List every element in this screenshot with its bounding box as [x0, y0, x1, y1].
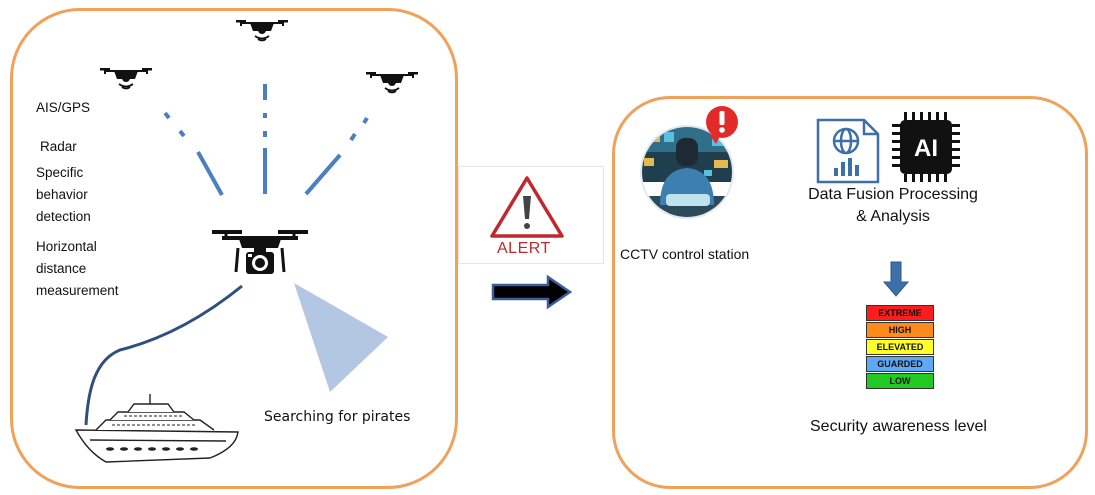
- camera-drone-icon: [212, 230, 308, 274]
- cctv-station-label: CCTV control station: [620, 246, 750, 262]
- tether-line: [84, 284, 243, 426]
- drone-icon: [365, 71, 419, 94]
- alert-label: ALERT: [497, 240, 551, 257]
- down-arrow-icon: [882, 261, 910, 297]
- level-elevated: ELEVATED: [866, 339, 934, 355]
- level-guarded: GUARDED: [866, 356, 934, 372]
- warning-triangle-icon: [490, 176, 564, 238]
- drone-icon: [99, 67, 153, 90]
- cctv-operator-icon: [640, 125, 734, 219]
- level-high: HIGH: [866, 322, 934, 338]
- cruise-ship-icon: [74, 394, 239, 463]
- distance-label-line3: measurement: [36, 283, 119, 298]
- security-awareness-label: Security awareness level: [810, 418, 987, 435]
- ai-chip-label: AI: [914, 135, 938, 162]
- ais-gps-label: AIS/GPS: [36, 100, 91, 115]
- searching-label: Searching for pirates: [264, 409, 411, 425]
- level-extreme: EXTREME: [866, 305, 934, 321]
- sensor-beams: [163, 84, 369, 196]
- drone-icon: [235, 19, 289, 42]
- behavior-label-line3: detection: [36, 209, 91, 224]
- security-level-scale: EXTREME HIGH ELEVATED GUARDED LOW: [866, 305, 934, 390]
- drone-surveillance-panel: [10, 8, 458, 489]
- ai-chip-icon: AI: [892, 112, 960, 182]
- data-fusion-label: Data Fusion Processing & Analysis: [808, 186, 978, 225]
- alert-exclamation-icon: [706, 106, 738, 144]
- distance-label-line2: distance: [36, 261, 87, 276]
- search-cone: [294, 283, 388, 392]
- radar-label: Radar: [40, 139, 77, 154]
- data-globe-chart-icon: [816, 118, 880, 184]
- level-low: LOW: [866, 373, 934, 389]
- right-arrow-icon: [491, 274, 573, 310]
- behavior-label-line1: Specific: [36, 165, 84, 180]
- distance-label-line1: Horizontal: [36, 239, 97, 254]
- behavior-label-line2: behavior: [36, 187, 88, 202]
